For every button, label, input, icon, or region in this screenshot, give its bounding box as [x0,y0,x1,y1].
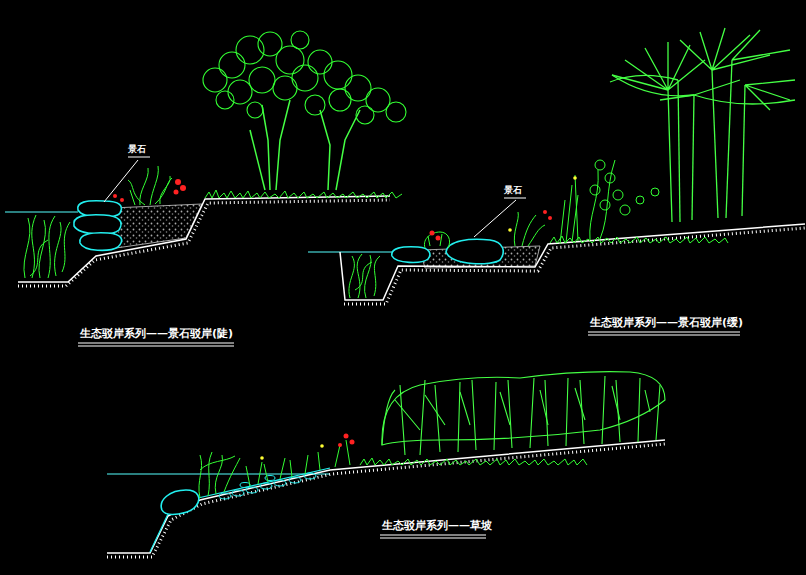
section-caption: 生态驳岸系列——景石驳岸(缓) [590,316,743,329]
section-caption: 生态驳岸系列——景石驳岸(陡) [80,327,233,340]
grass-slope-section [107,372,665,557]
gentle-section [308,28,805,335]
steep-section [5,31,406,346]
section-caption: 生态驳岸系列——草坡 [382,519,492,532]
callout-label: 景石 [504,185,522,196]
callout-label: 景石 [128,144,146,155]
